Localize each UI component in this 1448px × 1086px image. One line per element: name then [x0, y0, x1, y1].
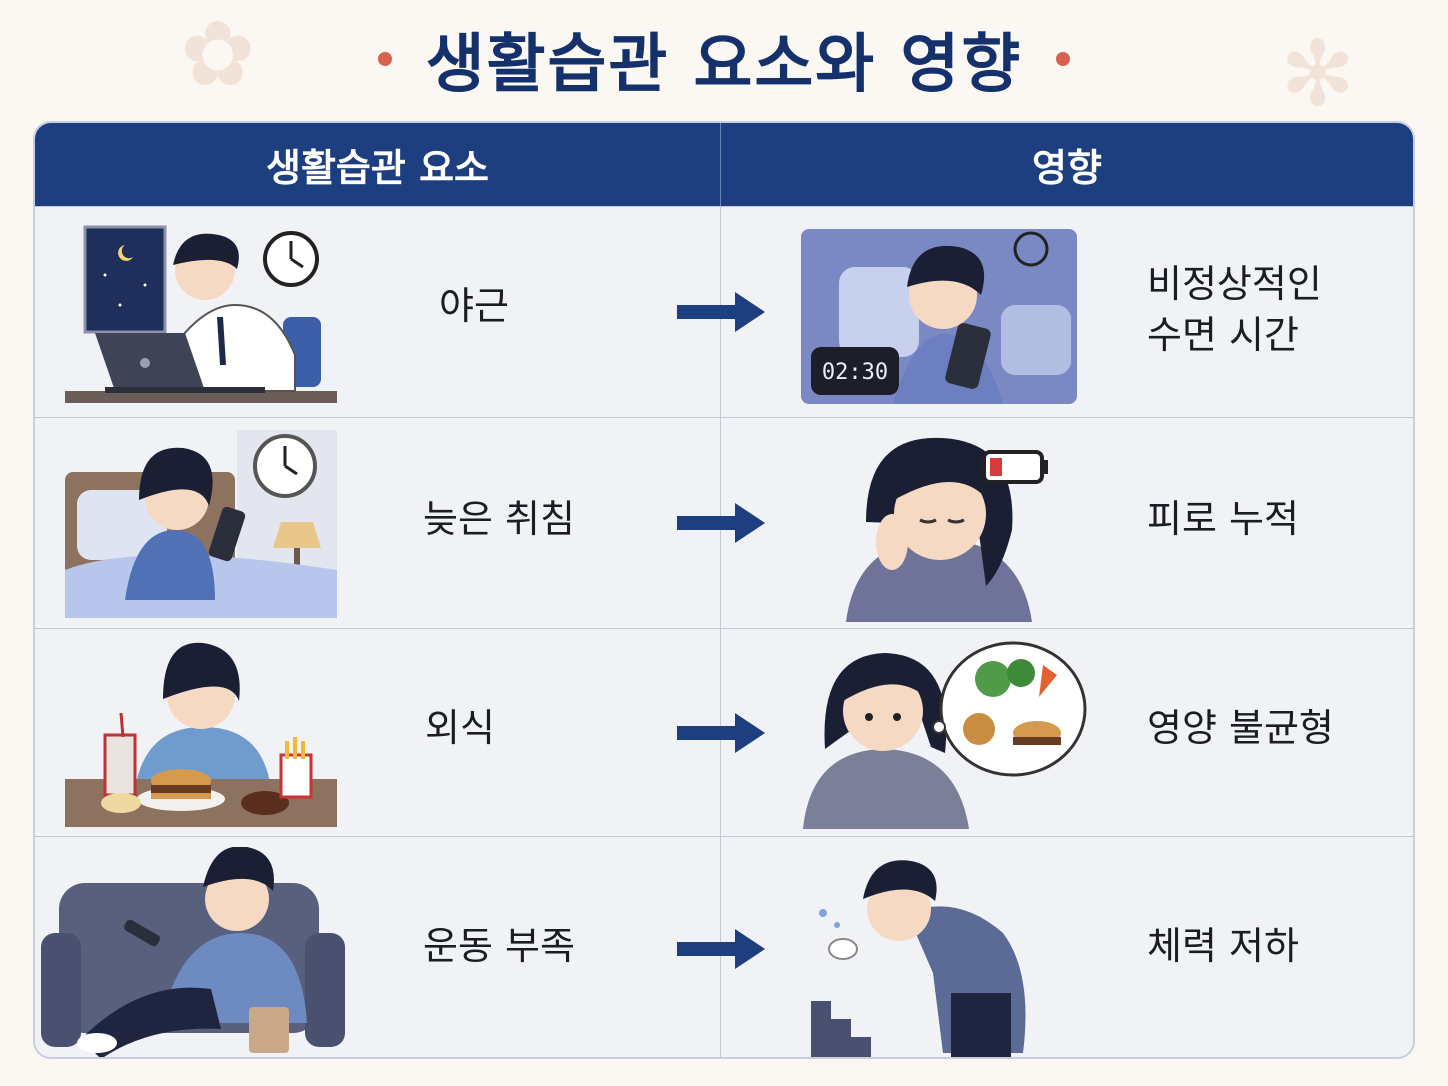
title-bar: 생활습관 요소와 영향: [0, 14, 1448, 104]
table-row: 늦은 취침 피로 누적: [35, 417, 1413, 628]
lack-of-exercise-illustration: [41, 847, 345, 1057]
factor-label: 늦은 취침: [423, 497, 575, 541]
arrow-right-icon: [677, 503, 765, 543]
table-header: 생활습관 요소 영향: [35, 123, 1413, 206]
header-effect: 영향: [1032, 146, 1102, 190]
factor-label: 야근: [439, 284, 509, 328]
factor-cell: 늦은 취침: [35, 418, 765, 628]
late-bedtime-illustration: [65, 430, 337, 618]
table-row: 외식 영양 불균형: [35, 628, 1413, 836]
factor-label: 외식: [425, 706, 495, 750]
effect-cell: 영양 불균형: [721, 629, 1413, 836]
title-left-dot: [377, 52, 392, 66]
effect-label: 피로 누적: [1147, 497, 1299, 541]
effect-cell: 피로 누적: [721, 418, 1413, 628]
sleepless-phone-illustration: 02:30: [801, 229, 1077, 404]
arrow-right-icon: [677, 929, 765, 969]
effect-cell: 체력 저하: [721, 837, 1413, 1057]
factor-cell: 운동 부족: [35, 837, 765, 1057]
eating-out-illustration: [65, 642, 337, 827]
factor-cell: 외식: [35, 629, 765, 836]
table-row: 운동 부족 체력 저하: [35, 836, 1413, 1057]
table-row: 야근 02:30 비정상적인 수면 시간: [35, 206, 1413, 417]
habits-table: 생활습관 요소 영향 야근: [33, 121, 1415, 1059]
alarm-clock-text: 02:30: [822, 360, 888, 385]
title-right-dot: [1056, 52, 1071, 66]
background-snowflake-decoration: ✻: [1280, 22, 1356, 127]
arrow-right-icon: [677, 713, 765, 753]
effect-label: 비정상적인 수면 시간: [1147, 262, 1322, 358]
overtime-illustration: [65, 225, 337, 403]
arrow-right-icon: [677, 292, 765, 332]
nutrition-imbalance-illustration: [803, 641, 1087, 829]
header-factor: 생활습관 요소: [35, 123, 721, 206]
low-stamina-illustration: [811, 860, 1026, 1057]
effect-label: 체력 저하: [1147, 924, 1299, 968]
effect-cell: 02:30 비정상적인 수면 시간: [721, 207, 1413, 417]
fatigue-illustration: [846, 437, 1048, 622]
page-title: 생활습관 요소와 영향: [425, 28, 1023, 102]
factor-label: 운동 부족: [423, 924, 575, 968]
factor-cell: 야근: [35, 207, 765, 417]
effect-label: 영양 불균형: [1147, 706, 1334, 750]
background-flower-decoration: ✿: [180, 2, 256, 107]
